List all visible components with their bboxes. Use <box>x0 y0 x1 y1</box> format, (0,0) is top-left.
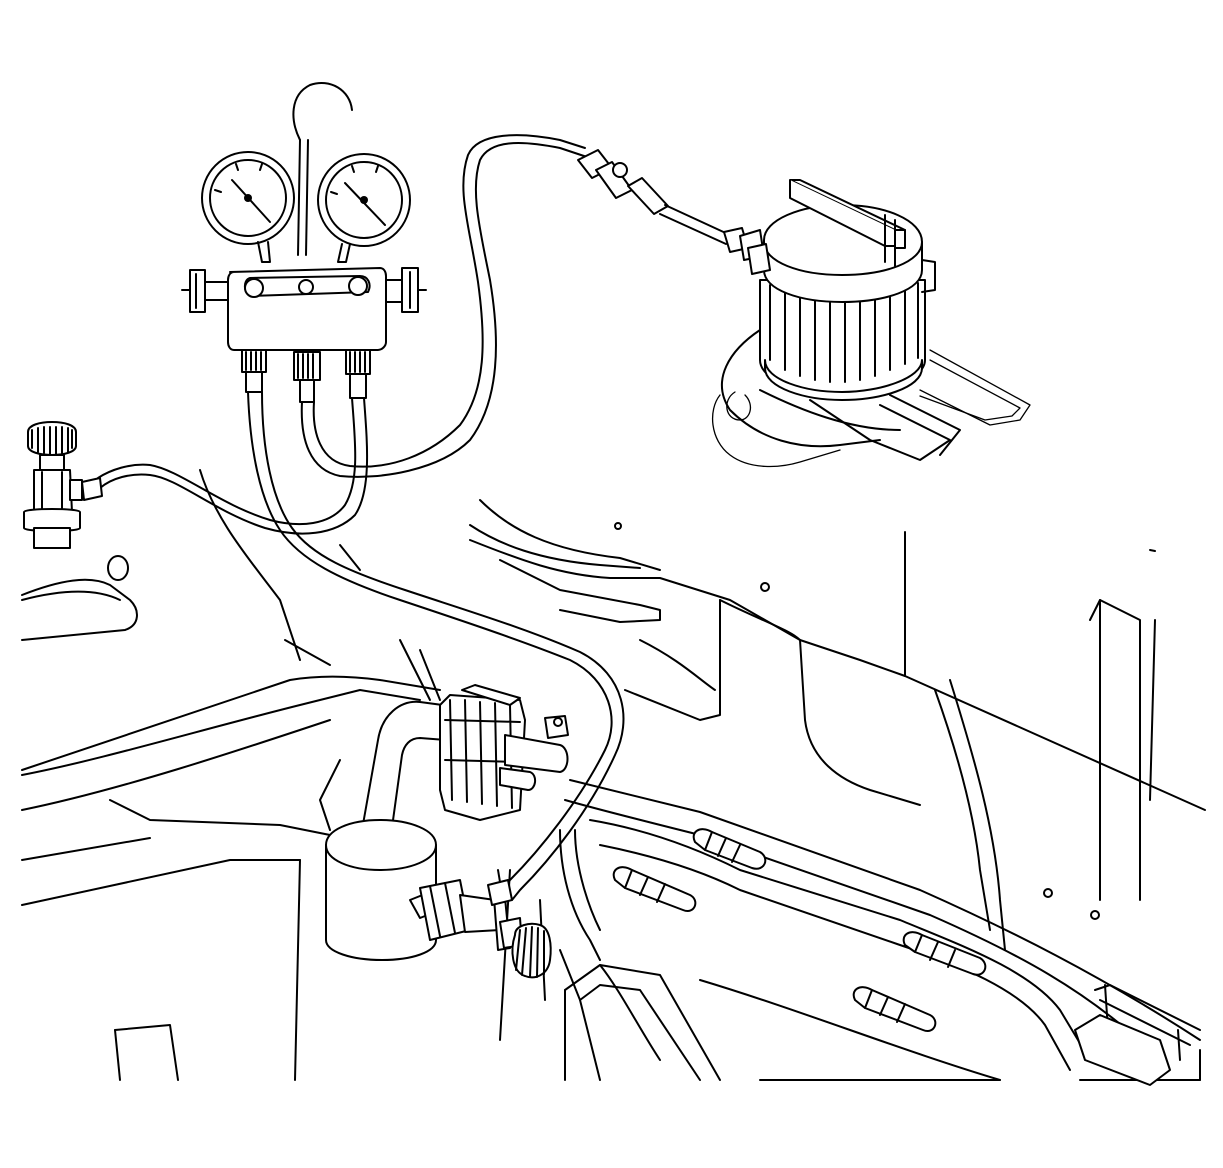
manifold-fitting-left <box>241 349 267 393</box>
manifold-gauge-set <box>181 82 427 403</box>
vacuum-pump <box>577 149 1031 468</box>
accumulator <box>325 684 569 961</box>
line-fitting-1 <box>692 828 767 870</box>
ac-lines <box>564 779 1201 1086</box>
engine-compartment <box>21 469 1206 1081</box>
low-side-gauge <box>201 151 295 263</box>
manifold-fitting-center <box>293 351 321 403</box>
manifold-fitting-right <box>345 349 371 399</box>
line-fitting-2 <box>612 866 697 912</box>
refrigerant-tank-valve <box>23 421 103 549</box>
service-port-coupler <box>409 869 552 979</box>
line-fitting-3 <box>902 931 987 976</box>
line-fitting-4 <box>852 986 937 1032</box>
high-side-gauge <box>317 153 411 263</box>
service-hoses <box>97 134 625 901</box>
